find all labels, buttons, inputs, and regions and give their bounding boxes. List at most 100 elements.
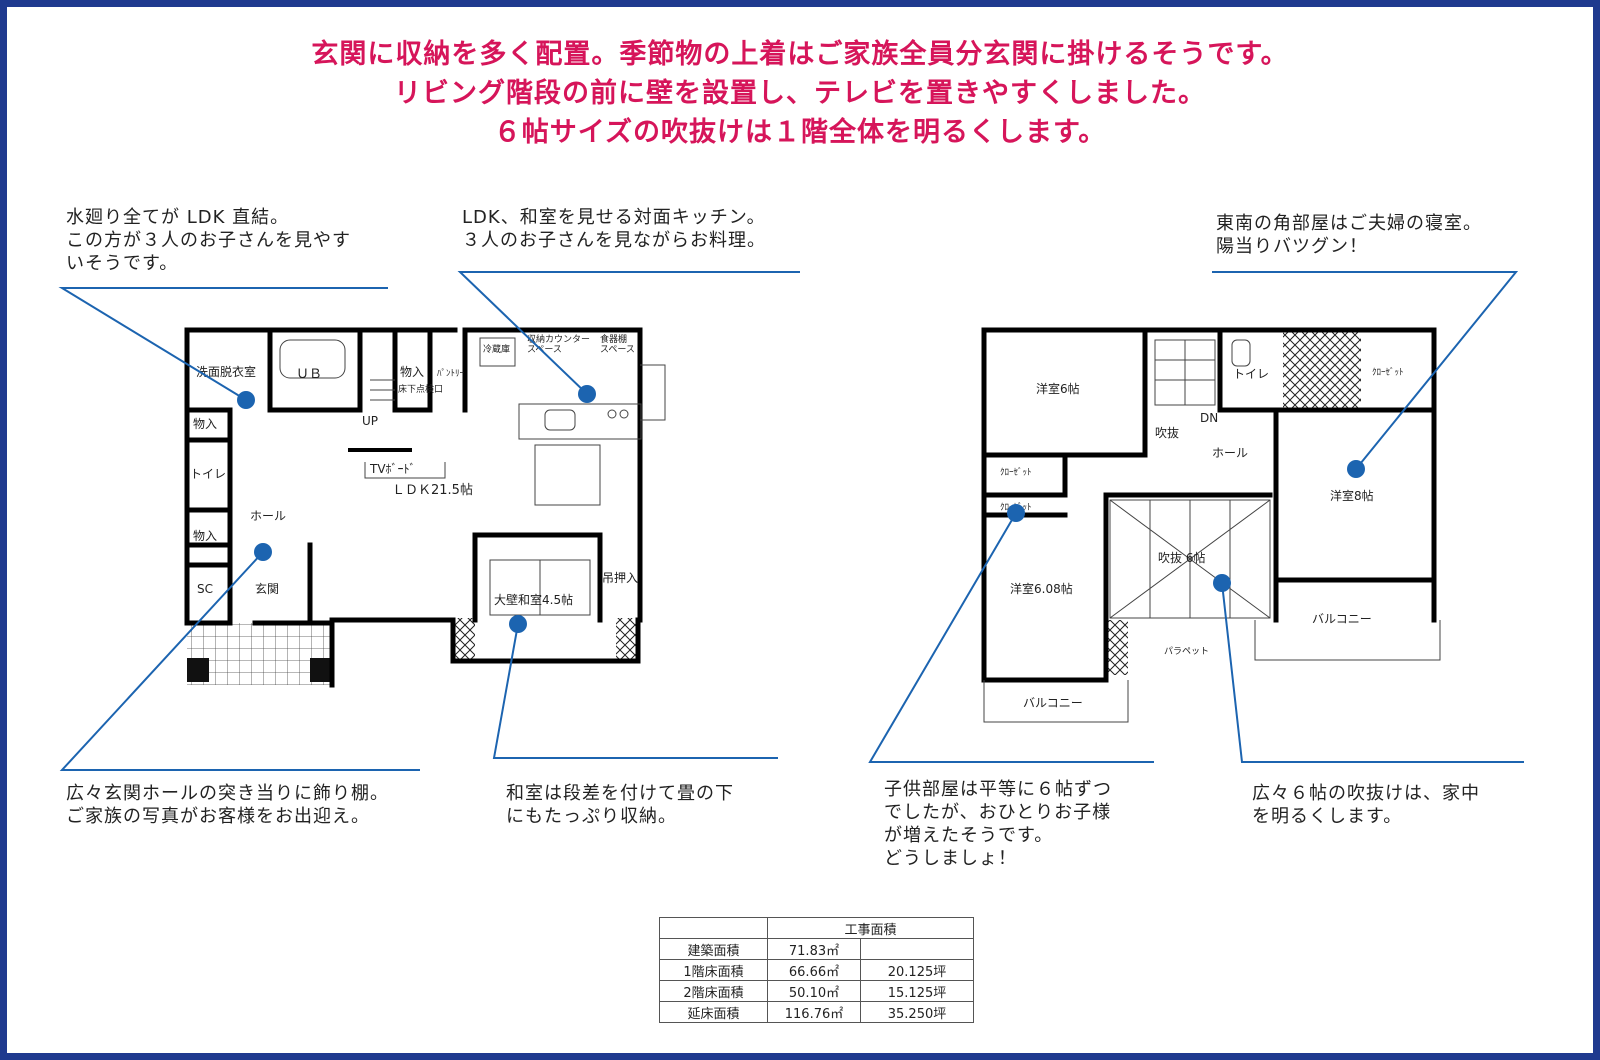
label-counter: 収納カウンタースペース (527, 333, 590, 355)
area-sqm: 116.76㎡ (767, 1001, 861, 1023)
headline-line-1: 玄関に収納を多く配置。季節物の上着はご家族全員分玄関に掛けるそうです。 (311, 39, 1289, 70)
callout-line-kitchen (457, 271, 800, 395)
callout-dot-entrance (254, 543, 272, 561)
label-monoire-1: 物入 (400, 365, 424, 379)
note-water-area: 水廻り全てが LDK 直結。 この方が３人のお子さんを見やす いそうです。 (66, 207, 351, 274)
floor-1-plan: 洗面脱衣室 ＵＢ 物入 床下点検口 ﾊﾟﾝﾄﾘｰ 冷蔵庫 収納カウンタースペース… (184, 327, 666, 688)
area-table: 工事面積 建築面積 71.83㎡ 1階床面積 66.66㎡ 20.125坪 2階… (659, 917, 974, 1023)
callout-line-fukinuke (1221, 582, 1524, 763)
callout-dot-water (237, 391, 255, 409)
porch-pillar (310, 658, 332, 682)
fridge (479, 337, 516, 367)
table-row: 1階床面積 66.66㎡ 20.125坪 (659, 959, 974, 981)
label-hall-2: ホール (1212, 446, 1248, 460)
label-monoire-2: 物入 (193, 417, 217, 431)
callout-dot-kids (1007, 504, 1025, 522)
label-closet-1: ｸﾛｰｾﾞｯﾄ (1000, 467, 1032, 478)
porch-tiles (187, 623, 332, 685)
label-fukinuke6: 吹抜 6帖 (1158, 550, 1205, 565)
stairs (370, 379, 395, 401)
label-dn: DN (1200, 411, 1218, 425)
note-fukinuke: 広々６帖の吹抜けは、家中 を明るくします。 (1252, 783, 1480, 827)
porch-pillar (187, 658, 209, 682)
label-closet-3: ｸﾛｰｾﾞｯﾄ (1372, 367, 1404, 378)
stove-burner (619, 409, 629, 419)
callouts (58, 271, 1524, 771)
label-monoire-3: 物入 (193, 529, 217, 543)
area-sqm: 71.83㎡ (767, 938, 861, 960)
label-sc: SC (197, 582, 213, 596)
note-washitsu: 和室は段差を付けて畳の下 にもたっぷり収納。 (506, 783, 734, 827)
label-tvboard: TVﾎﾞｰﾄﾞ (369, 462, 416, 476)
note-master-bedroom: 東南の角部屋はご夫婦の寝室。 陽当りバツグン！ (1216, 213, 1482, 257)
label-toilet-2: トイレ (1233, 367, 1269, 381)
callout-line-water (58, 287, 388, 401)
area-table-title: 工事面積 (767, 917, 974, 939)
toilet-2f (1231, 339, 1251, 367)
label-genkan: 玄関 (255, 581, 279, 596)
label-washitsu: 大壁和室4.5帖 (494, 592, 573, 607)
label-ub: ＵＢ (296, 367, 322, 382)
label-youshitsu6: 洋室6帖 (1036, 381, 1080, 396)
utility-bump (640, 364, 666, 421)
note-kids-room: 子供部屋は平等に６帖ずつ でしたが、おひとりお子様 が増えたそうです。 どうしま… (884, 779, 1112, 869)
callout-line-washitsu (492, 623, 778, 759)
area-label: 1階床面積 (659, 959, 768, 981)
note-kitchen: LDK、和室を見せる対面キッチン。 ３人のお子さんを見ながらお料理。 (462, 207, 766, 251)
stairs-2f (1154, 339, 1216, 406)
label-ldk: ＬＤＫ21.5帖 (392, 483, 473, 498)
callout-dot-kitchen (578, 385, 596, 403)
label-toilet-1: トイレ (190, 467, 226, 481)
callout-dot-fukinuke (1213, 574, 1231, 592)
label-balcony-1: バルコニー (1023, 696, 1083, 710)
callout-dot-washitsu (509, 615, 527, 633)
callout-line-entrance (59, 551, 420, 771)
area-table-corner (659, 917, 768, 939)
area-sqm: 66.66㎡ (767, 959, 861, 981)
label-fukinuke-small: 吹抜 (1155, 426, 1179, 440)
area-sqm: 50.10㎡ (767, 980, 861, 1002)
table-row: 延床面積 116.76㎡ 35.250坪 (659, 1001, 974, 1023)
area-label: 建築面積 (659, 938, 768, 960)
area-tsubo: 15.125坪 (860, 980, 974, 1002)
floor-2-plan: 洋室6帖 ｸﾛｰｾﾞｯﾄ ｸﾛｰｾﾞｯﾄ 洋室6.08帖 バルコニー 吹抜 DN… (981, 327, 1441, 723)
washitsu-engawa-hatch (616, 618, 638, 661)
dining-table (534, 444, 601, 506)
label-yukashita: 床下点検口 (398, 383, 443, 395)
void-hatch (1283, 330, 1361, 410)
void-lines (1149, 500, 1231, 618)
table-row: 2階床面積 50.10㎡ 15.125坪 (659, 980, 974, 1002)
label-senmen: 洗面脱衣室 (196, 364, 256, 379)
area-tsubo: 35.250坪 (860, 1001, 974, 1023)
label-shokkidana: 食器棚スペース (600, 333, 635, 355)
label-pantry: ﾊﾟﾝﾄﾘｰ (437, 368, 465, 379)
bathtub (279, 339, 346, 379)
label-reizouko: 冷蔵庫 (483, 343, 510, 355)
kitchen-sink (544, 409, 576, 431)
label-hall-1: ホール (250, 509, 286, 523)
label-tsurioshiire: 吊押入 (602, 571, 638, 585)
label-balcony-2: バルコニー (1312, 612, 1372, 626)
balcony-hatch (1106, 620, 1128, 675)
balcony-left (983, 680, 1129, 723)
area-label: 2階床面積 (659, 980, 768, 1002)
callout-line-kids (868, 512, 1154, 763)
callout-line-master (1212, 271, 1519, 470)
washitsu-engawa-hatch (453, 618, 475, 661)
label-youshitsu8: 洋室8帖 (1330, 488, 1374, 503)
table-row: 建築面積 71.83㎡ (659, 938, 974, 960)
note-entrance: 広々玄関ホールの突き当りに飾り棚。 ご家族の写真がお客様をお出迎え。 (66, 783, 389, 827)
kitchen-counter (518, 403, 642, 440)
headline-line-2: リビング階段の前に壁を設置し、テレビを置きやすくしました。 (394, 78, 1206, 109)
area-tsubo: 20.125坪 (860, 959, 974, 981)
balcony-right (1254, 620, 1441, 661)
stove-burner (607, 409, 617, 419)
label-up: UP (362, 414, 378, 428)
callout-dot-master (1347, 460, 1365, 478)
area-label: 延床面積 (659, 1001, 768, 1023)
label-parapet: パラペット (1164, 646, 1209, 657)
area-tsubo (860, 938, 974, 960)
tv-board-outline (364, 462, 446, 479)
